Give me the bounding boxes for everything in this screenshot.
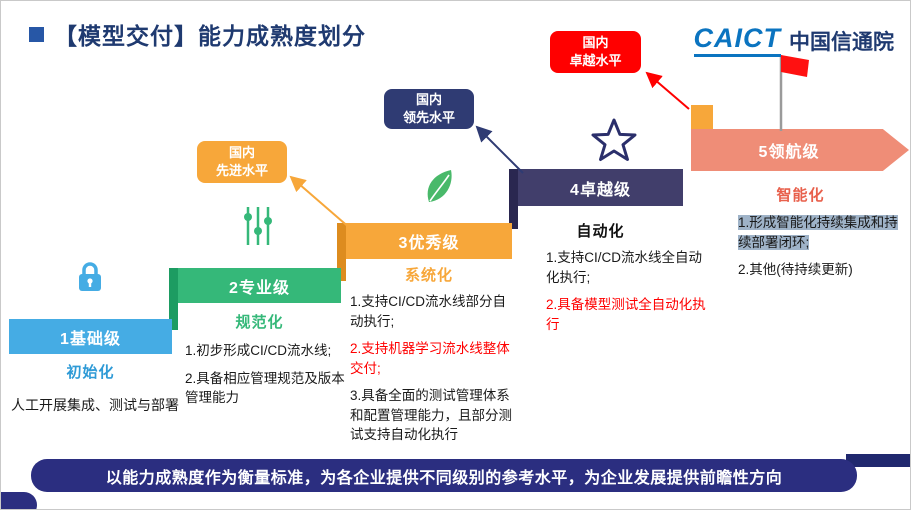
arrow-to-leading-badge bbox=[475, 125, 524, 174]
caict-logo-chinese: 中国信通院 bbox=[789, 31, 894, 54]
detail-item: 1.形成智能化持续集成和持续部署闭环; bbox=[738, 213, 908, 252]
star-icon bbox=[591, 117, 637, 168]
badge-domestic-excellent: 国内 卓越水平 bbox=[550, 31, 641, 73]
level-3-keyword: 系统化 bbox=[404, 267, 453, 284]
leaf-icon bbox=[421, 167, 457, 212]
level-4-bar: 4卓越级 bbox=[518, 169, 683, 206]
badge-domestic-leading: 国内 领先水平 bbox=[384, 89, 474, 129]
footer-accent-strip bbox=[846, 454, 910, 467]
detail-item: 3.具备全面的测试管理体系和配置管理能力，且部分测试支持自动化执行 bbox=[350, 388, 512, 443]
badge-line: 国内 bbox=[415, 91, 442, 107]
detail-item: 2.支持机器学习流水线整体交付; bbox=[350, 341, 510, 376]
level-2-details: 1.初步形成CI/CD流水线; 2.具备相应管理规范及版本管理能力 bbox=[185, 341, 345, 416]
detail-item: 2.具备相应管理规范及版本管理能力 bbox=[185, 370, 345, 406]
detail-item: 2.其他(待持续更新) bbox=[738, 262, 853, 278]
flag-icon bbox=[767, 51, 811, 138]
badge-line: 先进水平 bbox=[215, 163, 268, 178]
badge-line: 领先水平 bbox=[402, 110, 455, 125]
badge-line: 国内 bbox=[582, 34, 609, 50]
level-3-riser bbox=[337, 223, 346, 281]
highlighted-text: 1.形成智能化持续集成和持续部署闭环; bbox=[738, 215, 898, 250]
level-2-bar: 2专业级 bbox=[178, 268, 341, 303]
level-2-riser bbox=[169, 268, 178, 330]
badge-line: 卓越水平 bbox=[569, 53, 622, 68]
title-bullet-icon bbox=[29, 26, 44, 42]
sliders-icon bbox=[240, 204, 276, 253]
arrow-to-advanced-badge bbox=[289, 175, 352, 230]
detail-item: 1.支持CI/CD流水线部分自动执行; bbox=[350, 294, 507, 329]
level-1-bar: 1基础级 bbox=[9, 319, 172, 354]
caict-logo: CAICT 中国信通院 bbox=[693, 25, 894, 57]
badge-domestic-advanced: 国内 先进水平 bbox=[197, 141, 287, 183]
badge-line: 国内 bbox=[228, 144, 255, 160]
header: 【模型交付】能力成熟度划分 bbox=[29, 17, 366, 51]
detail-item: 人工开展集成、测试与部署 bbox=[11, 397, 179, 413]
level-3-details: 1.支持CI/CD流水线部分自动执行; 2.支持机器学习流水线整体交付; 3.具… bbox=[350, 292, 518, 453]
level-3-bar: 3优秀级 bbox=[346, 223, 512, 259]
lock-icon bbox=[74, 259, 106, 300]
caict-logo-text: CAICT bbox=[693, 25, 781, 57]
level-5-details: 1.形成智能化持续集成和持续部署闭环; 2.其他(待持续更新) bbox=[738, 213, 908, 288]
level-1-details: 人工开展集成、测试与部署 bbox=[11, 395, 181, 423]
detail-item: 1.初步形成CI/CD流水线; bbox=[185, 343, 332, 358]
level-5-keyword: 智能化 bbox=[776, 187, 825, 204]
footer-banner: 以能力成熟度作为衡量标准，为各企业提供不同级别的参考水平，为企业发展提供前瞻性方… bbox=[31, 459, 857, 492]
corner-accent-shape bbox=[1, 492, 37, 509]
detail-item: 1.支持CI/CD流水线全自动化执行; bbox=[546, 250, 703, 285]
detail-item: 2.具备模型测试全自动化执行 bbox=[546, 297, 706, 332]
level-4-riser bbox=[509, 169, 518, 229]
level-4-details: 1.支持CI/CD流水线全自动化执行; 2.具备模型测试全自动化执行 bbox=[546, 248, 710, 342]
page-title: 【模型交付】能力成熟度划分 bbox=[54, 23, 366, 49]
level-4-keyword: 自动化 bbox=[576, 223, 625, 240]
level-1-keyword: 初始化 bbox=[66, 364, 115, 381]
arrow-to-excellent-badge bbox=[645, 71, 690, 110]
level-2-keyword: 规范化 bbox=[235, 314, 284, 331]
level-5-arrow-bar: 5领航级 bbox=[691, 129, 909, 171]
